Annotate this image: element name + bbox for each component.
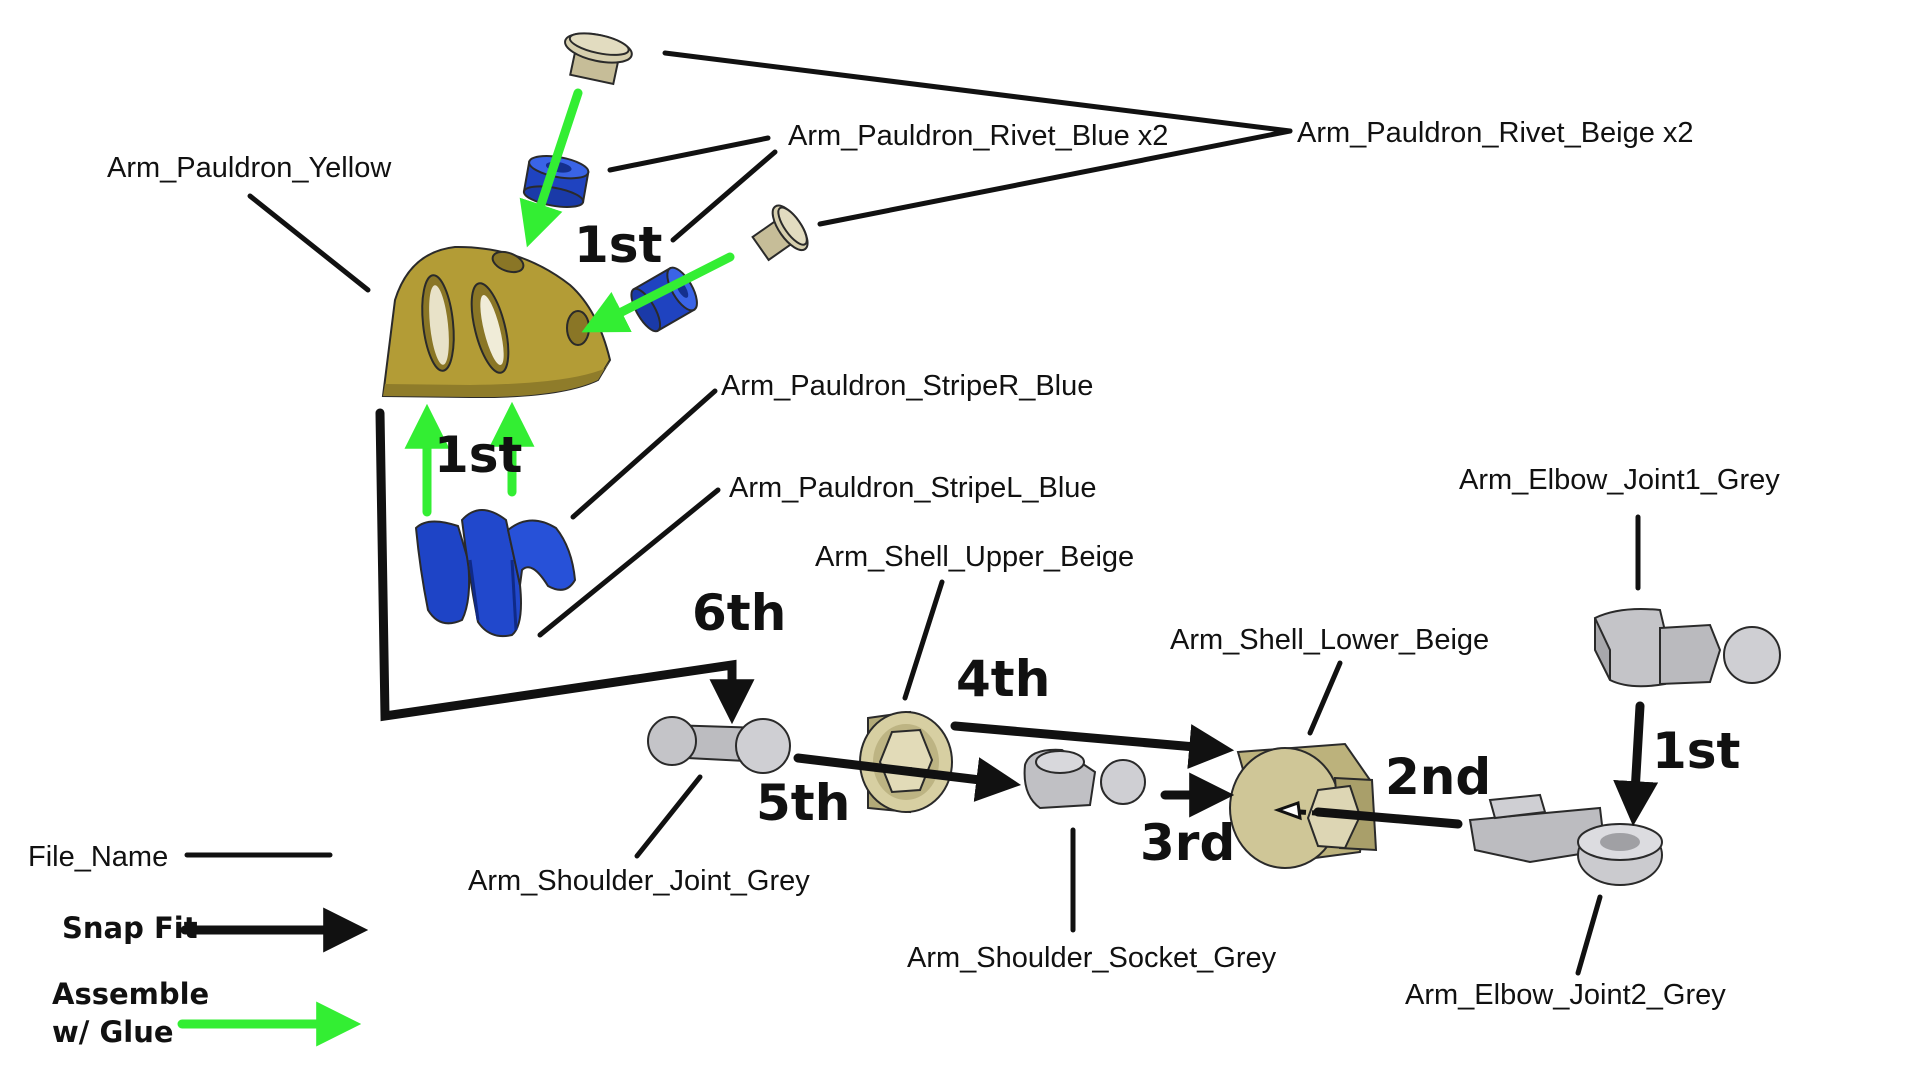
label-elbow-joint2: Arm_Elbow_Joint2_Grey: [1405, 979, 1726, 1011]
step-stripe: 1st: [434, 426, 522, 484]
step-shell-lower: 2nd: [1385, 748, 1491, 806]
leader-pauldron-yellow: [247, 193, 371, 293]
snap-arrow-elbow-joint1: [1613, 701, 1659, 827]
legend-file-name: File_Name: [28, 841, 168, 873]
legend-glue-line2: w/ Glue: [52, 1015, 174, 1049]
leader-rivet-blue-top: [607, 135, 771, 173]
leader-elbow-joint2: [1575, 894, 1603, 976]
step-elbow: 1st: [1652, 722, 1740, 780]
label-shell-upper: Arm_Shell_Upper_Beige: [815, 541, 1134, 573]
leader-stripe-r: [570, 388, 718, 520]
label-elbow-joint1: Arm_Elbow_Joint1_Grey: [1459, 464, 1780, 496]
grey-elbow-joint1-part: [1593, 608, 1781, 688]
snap-arrow-upper-shell: [793, 753, 1022, 802]
label-rivet-beige: Arm_Pauldron_Rivet_Beige x2: [1297, 117, 1694, 149]
assembly-arrows: [375, 88, 1659, 829]
hidden-path-lower-shell: [1299, 809, 1346, 818]
label-stripe-r: Arm_Pauldron_StripeR_Blue: [721, 370, 1093, 402]
beige-rivet-icon: [564, 32, 633, 86]
leader-rivet-beige-side: [817, 128, 1293, 227]
beige-rivet-icon: [751, 204, 809, 262]
grey-shoulder-joint-part: [647, 716, 791, 774]
snap-arrow-pauldron: [375, 408, 755, 725]
label-shoulder-joint: Arm_Shoulder_Joint_Grey: [468, 865, 810, 897]
grey-shoulder-socket-part: [1023, 748, 1146, 810]
blue-stripe-parts: [414, 509, 577, 638]
leader-shoulder-joint: [634, 774, 703, 859]
legend: File_Name Snap Fit Assemble w/ Glue: [28, 841, 369, 1049]
label-stripe-l: Arm_Pauldron_StripeL_Blue: [729, 472, 1097, 504]
beige-upper-shell-part: [859, 710, 953, 814]
step-rivet: 1st: [574, 216, 662, 274]
leader-shell-lower: [1307, 660, 1343, 736]
step-shoulder-joint: 5th: [756, 774, 850, 832]
blue-rivet-icon: [630, 266, 698, 333]
leader-lines: [247, 50, 1641, 976]
step-socket: 3rd: [1140, 814, 1235, 872]
step-labels: 1st 1st 1st 2nd 3rd 4th 5th 6th: [434, 216, 1740, 872]
part-labels: Arm_Pauldron_Rivet_Blue x2 Arm_Pauldron_…: [107, 117, 1780, 1011]
glue-arrow-rivet-top: [519, 88, 583, 248]
glue-arrow-rivet-side: [581, 252, 735, 333]
legend-glue-line1: Assemble: [52, 977, 209, 1011]
hidden-path-upper-shell: [869, 765, 919, 773]
legend-snap-fit: Snap Fit: [62, 911, 198, 945]
label-pauldron-yellow: Arm_Pauldron_Yellow: [107, 152, 392, 184]
leader-shell-upper: [902, 579, 945, 701]
leader-rivet-blue-side: [670, 149, 778, 243]
snap-arrow-socket: [950, 721, 1235, 769]
leader-stripe-l: [537, 487, 721, 638]
yellow-pauldron-part: [381, 245, 612, 399]
label-shell-lower: Arm_Shell_Lower_Beige: [1170, 624, 1489, 656]
label-shoulder-socket: Arm_Shoulder_Socket_Grey: [907, 942, 1277, 974]
step-upper-shell: 4th: [956, 650, 1050, 708]
step-pauldron: 6th: [692, 584, 786, 642]
leader-rivet-beige-top: [662, 50, 1293, 134]
beige-lower-shell-part: [1229, 742, 1378, 869]
label-rivet-blue: Arm_Pauldron_Rivet_Blue x2: [788, 120, 1168, 152]
